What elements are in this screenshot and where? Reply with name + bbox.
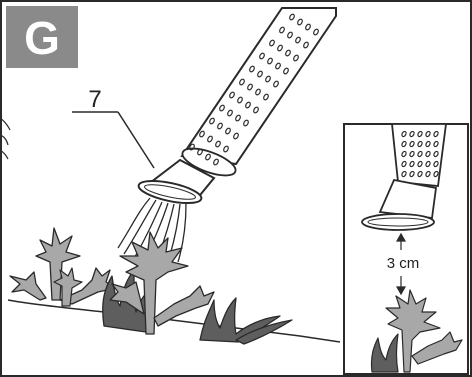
distance-label: 3 cm bbox=[387, 255, 420, 272]
detail-inset: 3 cm bbox=[344, 124, 468, 374]
step-badge: G bbox=[6, 6, 78, 68]
step-letter: G bbox=[24, 12, 60, 64]
callout-number: 7 bbox=[88, 86, 101, 113]
